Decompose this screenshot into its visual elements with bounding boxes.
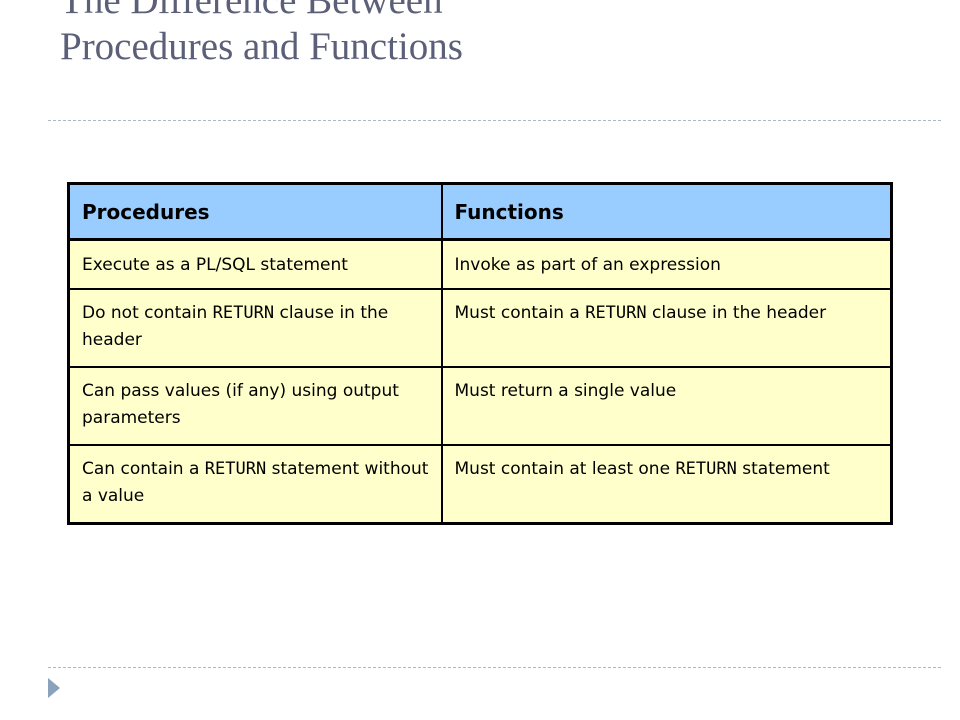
table-header-row: Procedures Functions bbox=[68, 183, 892, 241]
table-row: Can contain a RETURN statement without a… bbox=[68, 444, 892, 524]
table-row: Execute as a PL/SQL statement Invoke as … bbox=[68, 238, 892, 289]
cell-text: statement without a value bbox=[82, 459, 429, 506]
cell-text: Must contain a bbox=[454, 303, 586, 323]
code-keyword: RETURN bbox=[204, 459, 267, 479]
cell-text: Execute as a PL/SQL statement bbox=[82, 255, 348, 275]
cell-text: clause in the header bbox=[82, 303, 389, 350]
header-procedures: Procedures bbox=[68, 183, 442, 241]
function-cell: Invoke as part of an expression bbox=[440, 238, 892, 289]
triangle-right-icon bbox=[48, 678, 60, 698]
slide-title-line-2: Procedures and Functions bbox=[60, 25, 463, 68]
procedure-cell: Can contain a RETURN statement without a… bbox=[68, 444, 442, 524]
footer-divider bbox=[48, 667, 941, 668]
cell-text: Must contain at least one bbox=[454, 459, 676, 479]
title-divider bbox=[48, 120, 941, 121]
function-cell: Must contain at least one RETURN stateme… bbox=[440, 444, 892, 524]
table-row: Can pass values (if any) using output pa… bbox=[68, 366, 892, 445]
cell-text: clause in the header bbox=[646, 303, 827, 323]
cell-text: Invoke as part of an expression bbox=[454, 255, 721, 275]
header-functions: Functions bbox=[440, 183, 892, 241]
table-row: Do not contain RETURN clause in the head… bbox=[68, 288, 892, 367]
code-keyword: RETURN bbox=[675, 459, 737, 479]
procedure-cell: Execute as a PL/SQL statement bbox=[68, 238, 442, 289]
cell-text: Can pass values (if any) using output pa… bbox=[82, 381, 399, 428]
procedure-cell: Do not contain RETURN clause in the head… bbox=[68, 288, 442, 367]
function-cell: Must return a single value bbox=[440, 366, 892, 445]
slide-title-line-1: The Difference Between bbox=[60, 0, 443, 22]
procedure-cell: Can pass values (if any) using output pa… bbox=[68, 366, 442, 445]
slide-title: The Difference Between Procedures and Fu… bbox=[60, 0, 463, 70]
cell-text: Can contain a bbox=[82, 459, 205, 479]
cell-text: Do not contain bbox=[82, 303, 213, 323]
cell-text: Must return a single value bbox=[454, 381, 677, 401]
code-keyword: RETURN bbox=[212, 303, 275, 323]
cell-text: statement bbox=[736, 459, 830, 479]
function-cell: Must contain a RETURN clause in the head… bbox=[440, 288, 892, 367]
comparison-table: Procedures Functions Execute as a PL/SQL… bbox=[67, 182, 893, 525]
code-keyword: RETURN bbox=[585, 303, 647, 323]
